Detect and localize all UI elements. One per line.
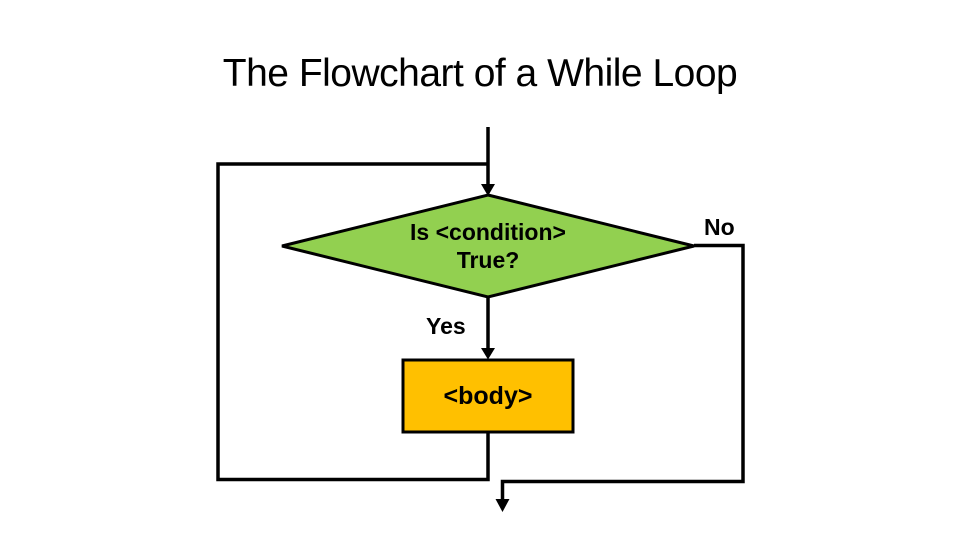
exit-arrowhead xyxy=(495,499,510,512)
yes-branch-label: Yes xyxy=(426,313,466,339)
loop-back-connector xyxy=(216,162,490,482)
decision-label: Is <condition> True? xyxy=(383,219,593,274)
decision-diamond xyxy=(281,193,695,299)
entry-arrowhead xyxy=(481,184,495,196)
decision-label-line2: True? xyxy=(456,246,520,273)
no-branch-label: No xyxy=(704,214,735,240)
slide-title: The Flowchart of a While Loop xyxy=(222,52,738,95)
yes-arrowhead xyxy=(481,348,495,360)
process-label: <body> xyxy=(443,381,533,410)
process-box xyxy=(401,358,575,434)
decision-label-line1: Is <condition> xyxy=(410,219,566,245)
no-connector xyxy=(500,243,745,500)
